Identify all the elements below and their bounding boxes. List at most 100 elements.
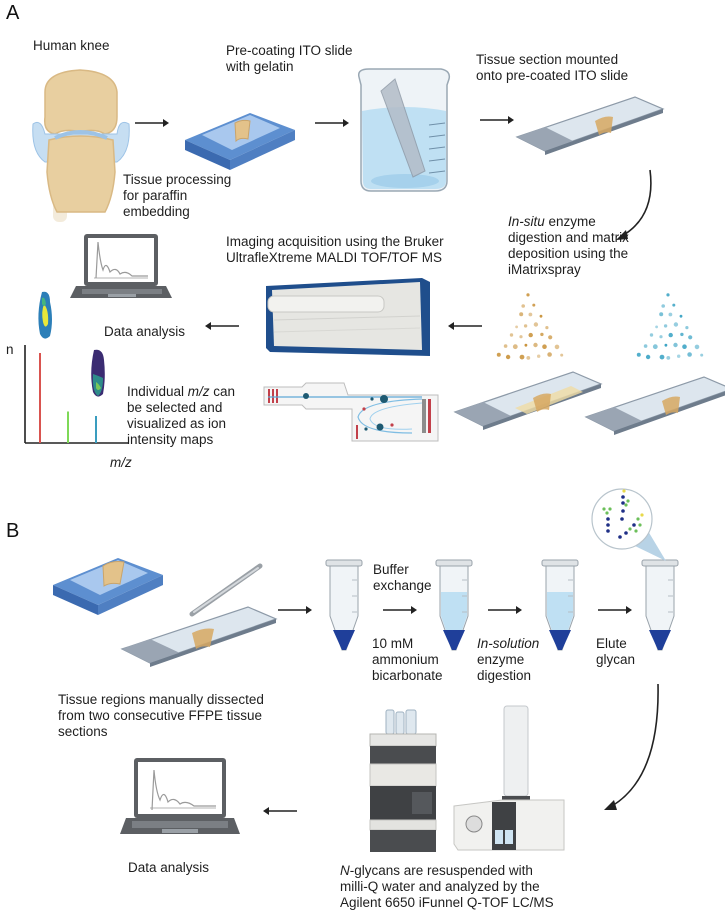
matrix-droplet bbox=[666, 293, 670, 297]
qtof-ms-icon bbox=[452, 704, 572, 854]
matrix-droplet bbox=[505, 354, 511, 360]
individual-post: can bbox=[209, 384, 236, 399]
matrix-droplet bbox=[545, 326, 549, 330]
knee-joint-icon bbox=[25, 62, 135, 222]
label-tissue-processing: Tissue processing for paraffin embedding bbox=[123, 172, 232, 219]
matrix-droplet bbox=[652, 344, 658, 350]
matrix-droplet bbox=[659, 312, 664, 317]
label-elute-glycan: Elute glycan bbox=[596, 636, 636, 667]
matrix-droplet bbox=[649, 333, 654, 337]
matrix-droplet bbox=[659, 354, 665, 360]
matrix-droplet bbox=[532, 303, 536, 307]
matrix-droplet bbox=[673, 342, 678, 348]
ito-slide-matrix-blue-icon bbox=[584, 375, 725, 447]
laptop-icon bbox=[120, 756, 240, 841]
mass-spectrum-chart bbox=[22, 345, 132, 445]
matrix-droplet bbox=[661, 304, 665, 308]
matrix-droplet bbox=[643, 344, 648, 348]
matrix-droplet bbox=[496, 352, 501, 357]
matrix-droplet bbox=[539, 314, 543, 318]
insitu-rest-2: digestion and matrix deposition using th… bbox=[508, 230, 629, 277]
matrix-droplet bbox=[547, 352, 552, 357]
insitu-rest: enzyme bbox=[544, 214, 596, 229]
matrix-droplet bbox=[503, 344, 508, 348]
paraffin-block-icon bbox=[48, 540, 168, 620]
matrix-spray-gold-icon bbox=[490, 290, 570, 370]
matrix-droplet bbox=[537, 354, 541, 358]
glycan-magnifier-icon bbox=[578, 485, 678, 565]
insitu-italic: In-situ bbox=[508, 214, 545, 229]
matrix-droplet bbox=[512, 344, 518, 350]
matrix-droplet bbox=[515, 325, 518, 329]
individual-mz-italic: m/z bbox=[187, 384, 210, 399]
arrow-right-icon bbox=[278, 605, 312, 615]
insolution-rest: enzyme digestion bbox=[477, 652, 532, 683]
matrix-droplet bbox=[533, 322, 539, 327]
matrix-droplet bbox=[554, 344, 560, 350]
matrix-droplet bbox=[664, 343, 668, 347]
spectrum-x-label-text: m/z bbox=[110, 455, 132, 470]
laptop-icon bbox=[70, 232, 172, 302]
matrix-droplet bbox=[519, 354, 525, 360]
matrix-droplet bbox=[682, 344, 687, 349]
matrix-droplet bbox=[666, 356, 671, 360]
curved-arrow-icon bbox=[600, 682, 670, 812]
arrow-right-icon bbox=[135, 118, 169, 128]
individual-rest: be selected and visualized as ion intens… bbox=[127, 400, 227, 447]
tube-2-icon bbox=[435, 559, 473, 652]
arrow-left-icon bbox=[448, 321, 482, 331]
insolution-italic: In-solution bbox=[477, 636, 540, 651]
label-human-knee: Human knee bbox=[33, 38, 110, 53]
label-section-mounted: Tissue section mounted onto pre-coated I… bbox=[476, 52, 629, 83]
matrix-droplet bbox=[659, 335, 663, 339]
label-precoating: Pre-coating ITO slide with gelatin bbox=[226, 43, 353, 74]
matrix-droplet bbox=[548, 335, 553, 340]
matrix-droplet bbox=[533, 342, 538, 348]
matrix-droplet bbox=[677, 354, 681, 358]
label-ammonium-bicarbonate: 10 mM ammonium bicarbonate bbox=[372, 636, 443, 683]
matrix-droplet bbox=[528, 312, 533, 317]
matrix-droplet bbox=[519, 335, 523, 339]
matrix-droplet bbox=[663, 324, 668, 328]
matrix-droplet bbox=[655, 325, 658, 329]
matrix-droplet bbox=[680, 332, 684, 337]
lcms-rest-2: milli-Q water and analyzed by the Agilen… bbox=[340, 879, 554, 910]
matrix-droplet bbox=[526, 356, 531, 360]
tof-schematic-icon bbox=[262, 381, 442, 443]
arrow-right-icon bbox=[598, 605, 632, 615]
ito-slide-icon bbox=[515, 95, 665, 165]
matrix-droplet bbox=[673, 322, 679, 327]
beaker-gelatin-icon bbox=[355, 65, 455, 195]
hplc-system-icon bbox=[368, 708, 440, 858]
matrix-droplet bbox=[668, 332, 673, 338]
paraffin-block-icon bbox=[180, 95, 300, 175]
matrix-droplet bbox=[528, 332, 533, 338]
lcms-rest-1: -glycans are resuspended with bbox=[349, 863, 533, 878]
matrix-droplet bbox=[645, 354, 651, 360]
matrix-droplet bbox=[540, 332, 544, 337]
matrix-droplet bbox=[685, 326, 689, 330]
arrow-right-icon bbox=[480, 115, 514, 125]
matrix-droplet bbox=[560, 353, 564, 357]
label-data-analysis-a: Data analysis bbox=[104, 324, 186, 339]
matrix-droplet bbox=[694, 344, 700, 350]
matrix-droplet bbox=[672, 303, 676, 307]
panel-a-label: A bbox=[6, 2, 20, 24]
scalpel-icon bbox=[188, 560, 268, 620]
ito-slide-matrix-gold-icon bbox=[453, 370, 603, 442]
arrow-right-icon bbox=[383, 605, 417, 615]
label-dissected: Tissue regions manually dissected from t… bbox=[58, 692, 264, 739]
spectrum-x-label: m/z bbox=[110, 455, 132, 471]
individual-pre: Individual bbox=[127, 384, 188, 399]
tube-4-icon bbox=[641, 559, 679, 652]
matrix-droplet bbox=[509, 333, 514, 337]
matrix-droplet bbox=[519, 312, 524, 317]
matrix-droplet bbox=[668, 312, 673, 317]
matrix-droplet bbox=[700, 353, 704, 357]
ito-slide-icon bbox=[120, 605, 280, 680]
matrix-droplet bbox=[521, 304, 525, 308]
tube-1-icon bbox=[325, 559, 363, 652]
label-imaging-acquisition: Imaging acquisition using the Bruker Ult… bbox=[226, 234, 444, 265]
